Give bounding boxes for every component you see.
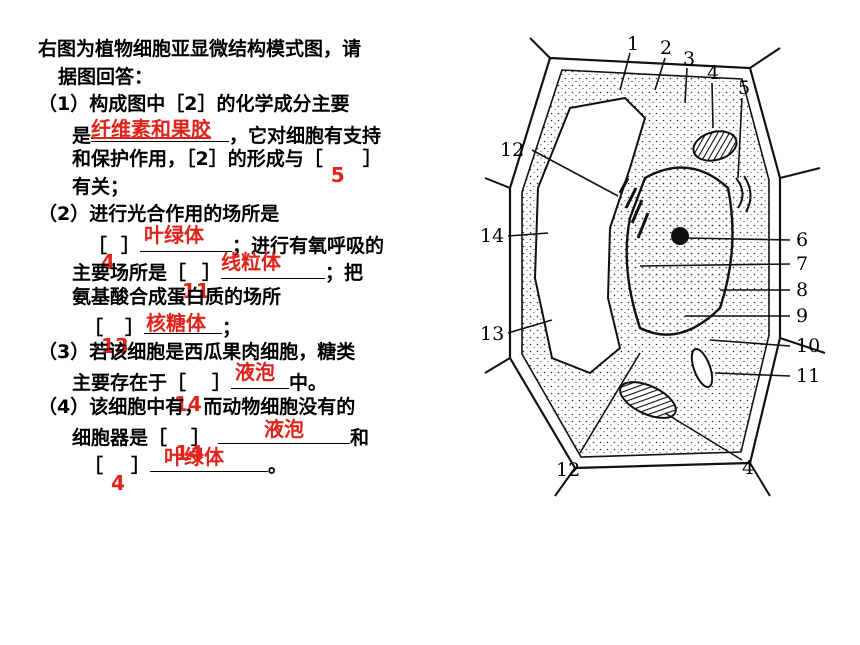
q3-text-2-prefix: 主要存在于［ — [72, 372, 187, 394]
q2-answer-resp-name: 线粒体 — [221, 250, 282, 274]
q1-text-1: （1）构成图中［2］的化学成分主要 — [38, 93, 350, 115]
plant-cell-diagram: 1 2 3 4 5 12 14 6 7 8 9 13 10 11 12 4 — [480, 33, 826, 497]
q2-bracket-open-1: ［ — [88, 234, 108, 257]
q3-line-1: （3）若该细胞是西瓜果肉细胞，糖类 — [38, 339, 458, 367]
q4-text-1: （4）该细胞中有，而动物细胞没有的 — [38, 395, 356, 418]
q2-answer-photo-name: 叶绿体 — [144, 222, 205, 247]
q2-bracket-close-1: ］ — [121, 234, 141, 257]
neighbor-cell-walls — [484, 37, 826, 497]
q4-text-2-suffix: 和 — [350, 427, 370, 449]
q1-text-2b: ，它对细胞有支持 — [229, 124, 382, 147]
q3-line-2: 主要存在于［14 ］液泡中。 — [38, 360, 458, 416]
label-10: 10 — [796, 335, 820, 357]
label-12-top: 12 — [500, 139, 524, 161]
q4-answer-a-name: 液泡 — [264, 417, 305, 441]
q1-line-2: 是纤维素和果胶 ，它对细胞有支持 — [38, 116, 458, 147]
q1-text-2a: 是 — [72, 124, 92, 147]
label-11: 11 — [796, 365, 820, 387]
q4-blank-b: 叶绿体 — [150, 445, 269, 472]
intro-text-2: 据图回答： — [58, 65, 154, 88]
label-4: 4 — [707, 62, 719, 84]
q2-blank-protein: 核糖体 — [144, 311, 223, 335]
q4-line-3: ［ 4 ］ 叶绿体 。 — [38, 445, 458, 495]
label-8: 8 — [796, 279, 808, 301]
intro-line-1: 右图为植物细胞亚显微结构模式图，请 — [38, 36, 458, 64]
label-5: 5 — [738, 77, 750, 99]
label-1: 1 — [627, 33, 639, 55]
q3-bracket-close: ］ — [212, 372, 232, 394]
chloroplast-top — [692, 130, 738, 162]
q2-line-2: ［4 ］叶绿体 ；进行有氧呼吸的 — [38, 223, 458, 274]
q2-text-1: （2）进行光合作用的场所是 — [38, 203, 280, 225]
label-7: 7 — [796, 253, 808, 275]
q2-text-5-suffix: ； — [222, 317, 242, 339]
q1-answer-organelle-num: 5 — [330, 163, 345, 187]
label-13: 13 — [480, 323, 504, 345]
intro-text-1: 右图为植物细胞亚显微结构模式图，请 — [38, 38, 362, 60]
q4-bracket-close-a: ］ — [191, 427, 211, 449]
q1-line-4: 有关； — [38, 174, 458, 202]
q3-text-1: （3）若该细胞是西瓜果肉细胞，糖类 — [38, 340, 356, 363]
q2-line-5: ［13］核糖体 ； — [38, 311, 458, 358]
q2-text-3-prefix: 主要场所是［ — [72, 262, 187, 284]
q1-line-1: （1）构成图中［2］的化学成分主要 — [38, 91, 458, 119]
leader-lines — [507, 52, 791, 461]
q2-text-2-suffix: ；进行有氧呼吸的 — [232, 234, 385, 257]
q2-line-3: 主要场所是［11］线粒体 ；把 — [38, 250, 458, 303]
nucleolus — [671, 227, 689, 245]
q3-blank: 液泡 — [231, 360, 290, 389]
q3-text-2-suffix: 中。 — [289, 372, 328, 394]
q4-bracket-open-b: ［ — [84, 454, 104, 477]
label-9: 9 — [796, 305, 808, 327]
q2-text-3-suffix: ；把 — [325, 262, 364, 284]
q2-line-4: 氨基酸合成蛋白质的场所 — [38, 284, 458, 312]
q1-text-3-end: ］ — [362, 148, 382, 170]
q2-line-1: （2）进行光合作用的场所是 — [38, 201, 458, 229]
q4-line-1: （4）该细胞中有，而动物细胞没有的 — [38, 394, 458, 422]
diagram-labels: 1 2 3 4 5 12 14 6 7 8 9 13 10 11 12 4 — [480, 33, 820, 481]
intro-line-2: 据图回答： — [38, 64, 458, 92]
q1-blank-component: 纤维素和果胶 — [91, 116, 230, 142]
q3-answer-num: 14 — [174, 392, 202, 416]
q2-text-4: 氨基酸合成蛋白质的场所 — [72, 285, 282, 308]
q2-blank-resp: 线粒体 — [221, 250, 326, 279]
q3-answer-name: 液泡 — [235, 360, 276, 384]
q4-bracket-close-b: ］ — [131, 454, 151, 477]
q1-text-3: 和保护作用，［2］的形成与［ — [72, 148, 323, 170]
q2-answer-protein-name: 核糖体 — [146, 311, 207, 335]
q1-answer-component: 纤维素和果胶 — [91, 116, 212, 141]
mitochondrion-right — [735, 175, 752, 213]
chloroplast-bottom — [619, 381, 677, 419]
q2-bracket-close-3: ］ — [125, 317, 145, 339]
label-2: 2 — [660, 37, 672, 59]
q4-answer-b-name: 叶绿体 — [164, 444, 225, 469]
label-12-bottom: 12 — [556, 459, 580, 481]
q2-answer-protein-num: 13 — [101, 334, 129, 358]
q1-text-4: 有关； — [72, 175, 130, 198]
question-block: 右图为植物细胞亚显微结构模式图，请 据图回答： （1）构成图中［2］的化学成分主… — [38, 36, 458, 495]
q2-bracket-open-3: ［ — [84, 317, 104, 339]
q1-line-3: 和保护作用，［2］的形成与［ 5 ］ — [38, 146, 458, 187]
label-3: 3 — [683, 48, 695, 70]
golgi-apparatus — [618, 177, 650, 239]
q4-answer-a-num: 14 — [175, 441, 203, 465]
label-6: 6 — [796, 229, 808, 251]
mitochondrion — [690, 348, 714, 388]
label-14: 14 — [480, 225, 504, 247]
q4-answer-b-num: 4 — [111, 470, 125, 495]
q2-answer-photo-num: 4 — [101, 249, 115, 274]
q4-blank-a: 液泡 — [218, 417, 351, 444]
nucleus-shape — [625, 166, 734, 336]
q2-answer-resp-num: 11 — [182, 279, 210, 303]
q4-text-3-suffix: 。 — [268, 454, 288, 477]
q4-line-2: 细胞器是［ 14］ 液泡 和 — [38, 417, 458, 465]
q2-bracket-close-2: ］ — [202, 262, 222, 284]
label-4-bottom: 4 — [742, 457, 754, 479]
q4-text-2-prefix: 细胞器是［ — [72, 427, 168, 449]
q2-blank-photo: 叶绿体 — [140, 223, 233, 252]
